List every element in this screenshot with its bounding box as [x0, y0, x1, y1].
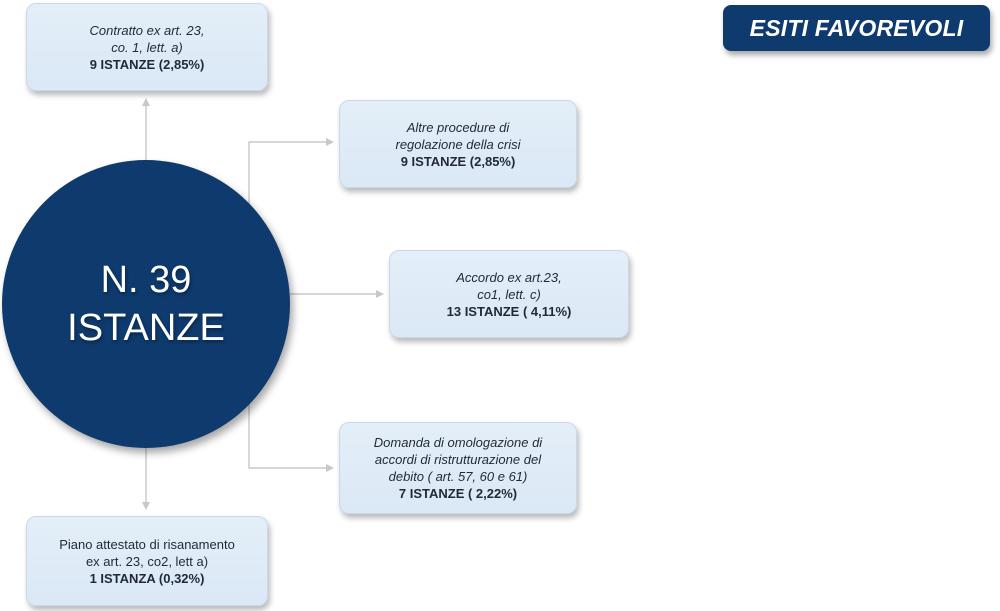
badge-label: ESITI FAVOREVOLI: [749, 14, 964, 41]
outcome-count: 1 ISTANZA (0,32%): [89, 570, 205, 586]
outcome-desc-line: ex art. 23, co2, lett a): [85, 553, 209, 569]
outcome-box-piano-attestato: Piano attestato di risanamento ex art. 2…: [26, 516, 268, 606]
outcome-box-altre-procedure: Altre procedure di regolazione della cri…: [339, 100, 577, 188]
outcome-box-domanda-omologazione: Domanda di omologazione di accordi di ri…: [339, 422, 577, 514]
outcome-desc-line: co. 1, lett. a): [111, 39, 183, 55]
total-cases-circle: N. 39 ISTANZE: [2, 160, 290, 448]
outcome-desc-line: Accordo ex art.23,: [456, 269, 562, 285]
total-cases-label: ISTANZE: [67, 307, 225, 349]
outcome-desc-line: Domanda di omologazione di: [373, 435, 543, 450]
total-cases-number: N. 39: [100, 259, 192, 301]
outcome-box-accordo: Accordo ex art.23, co1, lett. c) 13 ISTA…: [389, 250, 629, 338]
outcome-desc-line: regolazione della crisi: [395, 136, 521, 152]
outcome-desc-line: Altre procedure di: [406, 119, 510, 135]
outcome-count: 7 ISTANZE ( 2,22%): [398, 486, 518, 501]
outcome-desc-line: debito ( art. 57, 60 e 61): [388, 469, 528, 484]
outcome-count: 9 ISTANZE (2,85%): [89, 56, 205, 72]
outcome-desc-line: Piano attestato di risanamento: [59, 536, 235, 552]
outcome-count: 9 ISTANZE (2,85%): [400, 153, 516, 169]
connector-to-altre: [248, 138, 334, 205]
connector-to-domanda: [248, 400, 334, 472]
outcome-badge: ESITI FAVOREVOLI: [723, 5, 990, 51]
outcome-desc-line: accordi di ristrutturazione del: [374, 452, 542, 467]
outcome-box-contratto: Contratto ex art. 23, co. 1, lett. a) 9 …: [26, 3, 268, 91]
outcome-count: 13 ISTANZE ( 4,11%): [446, 303, 572, 319]
outcome-desc-line: co1, lett. c): [477, 286, 541, 302]
outcome-desc-line: Contratto ex art. 23,: [89, 22, 205, 38]
